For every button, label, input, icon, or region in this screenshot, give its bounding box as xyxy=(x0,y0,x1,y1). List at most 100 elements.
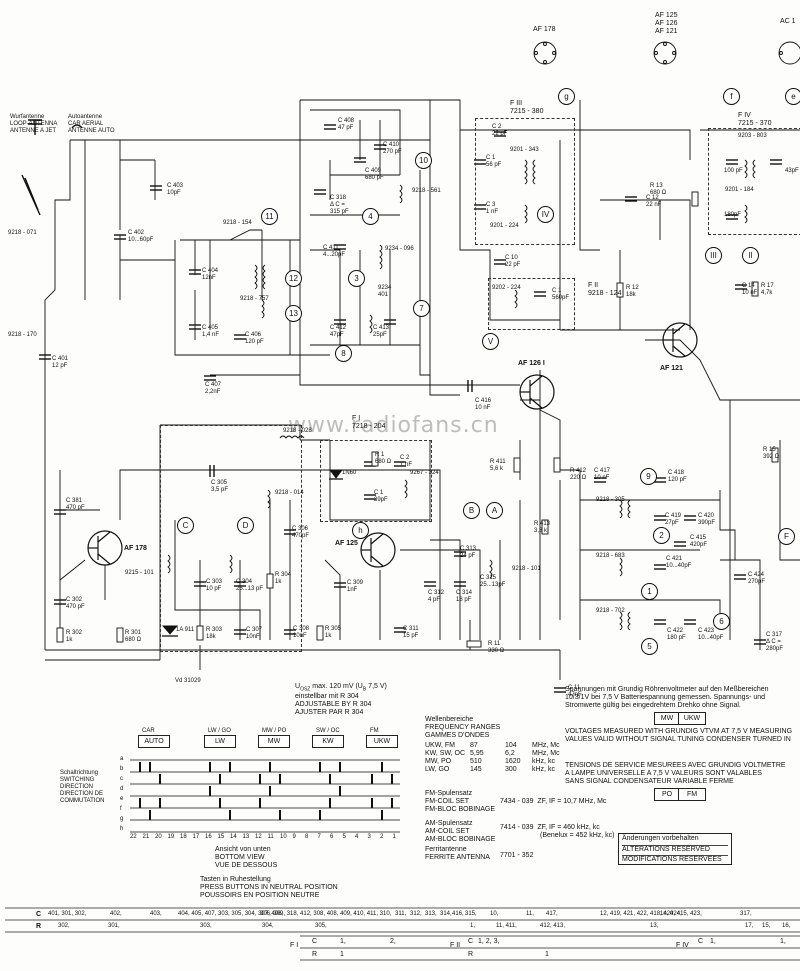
component-label: 3,3 k xyxy=(534,528,548,534)
component-label: 12nF xyxy=(202,275,216,281)
switch-col-number: 2 xyxy=(380,834,384,840)
ac-pinout-label: AC 1 xyxy=(780,18,796,25)
component-label: R 302 xyxy=(66,630,83,636)
index-c-label: C xyxy=(36,911,42,918)
component-label: 1nF xyxy=(347,587,358,593)
index-r-entry: 1, xyxy=(470,923,476,929)
alterations-box: Änderungen vorbehalten ALTERATIONS RESER… xyxy=(618,833,732,865)
index-filter-entry: 1, xyxy=(340,938,346,945)
component-label: 1,4 nF xyxy=(202,332,220,338)
range-cell: MHz, Mc xyxy=(532,750,560,757)
component-label: 1k xyxy=(66,637,73,643)
component-label: 10 nF xyxy=(742,290,758,296)
switch-button-mw: MW xyxy=(258,735,290,748)
component-label: 25pF xyxy=(373,332,387,338)
component-label: 392 Ω xyxy=(763,454,780,460)
test-point-marker: f xyxy=(723,88,740,105)
switch-col-number: 5 xyxy=(342,834,346,840)
test-point-marker: 13 xyxy=(285,305,302,322)
component-label: C 2 xyxy=(492,124,502,130)
component-label: 25...13pF xyxy=(480,582,506,588)
component-label: C 402 xyxy=(128,230,145,236)
component-label: R 413 xyxy=(534,521,551,527)
component-label: 18k xyxy=(206,634,216,640)
component-label: 560pF xyxy=(552,295,570,301)
component-label: R 12 xyxy=(626,285,639,291)
range-cell: 5,95 xyxy=(470,750,484,757)
range-cell: 104 xyxy=(505,742,517,749)
index-c-entry: 314, xyxy=(440,911,452,917)
switch-col-number: 22 xyxy=(130,834,137,840)
component-label: 10nF xyxy=(293,633,307,639)
switch-col-number: 12 xyxy=(255,834,262,840)
component-label: C 415 xyxy=(690,535,707,541)
component-label: C 1 xyxy=(486,155,496,161)
test-point-marker: 7 xyxy=(413,300,430,317)
switch-col-number: 9 xyxy=(292,834,296,840)
component-label: 220 Ω xyxy=(570,475,587,481)
measure-note-de: Spannungen mit Grundig Röhrenvoltmeter a… xyxy=(565,686,769,709)
component-label: C 419 xyxy=(665,513,682,519)
range-cell: 145 xyxy=(470,766,482,773)
component-label: 5,6 k xyxy=(490,466,504,472)
component-label: 9218 - 170 xyxy=(8,332,37,338)
component-label: 4,7k xyxy=(761,290,773,296)
index-filter-entry: C xyxy=(698,938,704,945)
switch-col-number: 19 xyxy=(167,834,175,840)
component-label: 270 pF xyxy=(383,149,402,155)
index-filter-entry: R xyxy=(468,951,474,958)
component-label: C 413 xyxy=(373,325,390,331)
component-label: R 11 xyxy=(488,641,501,647)
filter-box-f2 xyxy=(488,278,575,330)
component-label: 15 pF xyxy=(403,633,419,639)
component-label: C 422 xyxy=(667,628,684,634)
switch-col-number: 18 xyxy=(180,834,187,840)
component-label: 9218 - 154 xyxy=(223,220,252,226)
component-label: 10 nF xyxy=(475,405,491,411)
component-label: 9201 - 343 xyxy=(510,147,539,153)
component-label: 25...13 pF xyxy=(236,586,264,592)
test-point-marker: 11 xyxy=(261,208,278,225)
component-label: 43pF xyxy=(785,168,799,174)
component-label: C 304 xyxy=(236,579,253,585)
component-label: C 306 xyxy=(292,526,309,532)
component-label: C 302 xyxy=(66,597,83,603)
component-label: 9201 - 224 xyxy=(490,223,519,229)
index-c-entry: 417, xyxy=(546,911,558,917)
component-label: 9218 - 702 xyxy=(596,608,625,614)
component-label: 9218 - 561 xyxy=(412,188,441,194)
switch-header: CAR xyxy=(142,728,155,734)
index-c-entry: 403, xyxy=(150,911,162,917)
component-label: 280pF xyxy=(766,646,784,652)
component-label: R 411 xyxy=(490,459,506,465)
test-point-marker: g xyxy=(558,88,575,105)
index-filter-entry: 1, xyxy=(780,938,786,945)
test-point-marker: II xyxy=(742,247,759,264)
component-label: C 312 xyxy=(428,590,445,596)
measure-note-en: VOLTAGES MEASURED WITH GRUNDIG VTVM AT 7… xyxy=(565,728,793,743)
index-filter-entry: F I xyxy=(290,942,299,949)
component-label: 39pF xyxy=(374,497,388,503)
component-label: C 3 xyxy=(486,202,496,208)
index-filter-entry: C xyxy=(312,938,318,945)
component-label: C 317 xyxy=(766,632,783,638)
component-label: 9218 - 101 xyxy=(512,566,541,572)
component-label: 470 pF xyxy=(66,505,85,511)
component-label: 9234 xyxy=(378,285,392,291)
switch-col-number: 8 xyxy=(305,834,309,840)
component-label: 1k xyxy=(325,633,332,639)
component-label: C 421 xyxy=(666,556,683,562)
component-label: 27pF xyxy=(665,520,679,526)
filter-box-f4 xyxy=(708,128,800,235)
component-label: C 412 xyxy=(330,325,347,331)
